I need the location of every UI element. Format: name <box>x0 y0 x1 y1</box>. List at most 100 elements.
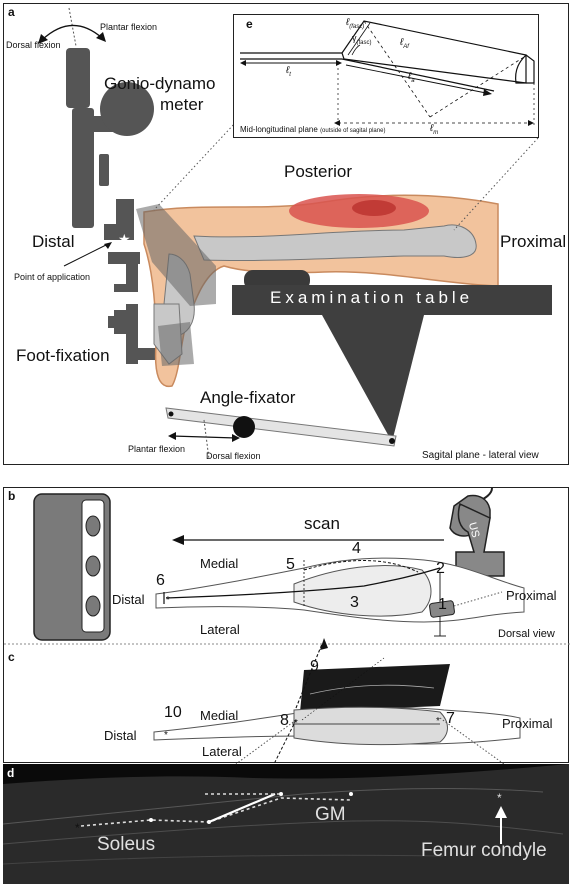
lateral-label-c: Lateral <box>202 744 242 759</box>
svg-text:*: * <box>166 595 170 606</box>
plane-9-arrow <box>295 643 323 709</box>
bottom-rotation-arrow <box>171 435 237 439</box>
examination-table-label: Examination table <box>270 288 474 307</box>
pennation-angle-sub: (fasc) <box>356 39 372 46</box>
svg-text:*: * <box>164 730 168 741</box>
tendon-path-line <box>165 567 441 599</box>
tibia-bone <box>193 224 477 262</box>
svg-text:*: * <box>294 718 298 729</box>
femur-condyle-label: Femur condyle <box>421 840 547 861</box>
foot-fixation-label: Foot-fixation <box>16 346 110 365</box>
tendon-length-label: ℓt <box>286 65 291 78</box>
panel-a: a <box>3 3 569 465</box>
proximal-label-c: Proximal <box>502 716 553 731</box>
medial-label-c: Medial <box>200 708 239 723</box>
marker-3: 3 <box>350 594 359 611</box>
soleus-label: Soleus <box>97 834 156 855</box>
angle-fixator-knob <box>233 416 255 438</box>
aponeurosis-length-label: ℓa <box>408 71 415 84</box>
aponeurosis-length-sub: a <box>411 78 415 84</box>
ultrasound-probe-icon <box>455 502 505 577</box>
rotation-arrow <box>41 24 103 41</box>
star-marker: ★ <box>118 231 131 247</box>
marker-1: 1 <box>438 596 447 613</box>
muscle-length-label: ℓm <box>430 123 438 136</box>
marker-2: 2 <box>436 560 445 577</box>
aponeurosis-line <box>341 58 495 92</box>
af-length-symbol: ℓ <box>400 37 404 48</box>
proximal-label: Proximal <box>500 232 567 251</box>
aponeurosis-length-arrow <box>345 64 487 94</box>
dorsal-flexion-bottom-label: Dorsal flexion <box>206 451 261 461</box>
distal-label-c: Distal <box>104 728 137 743</box>
plane-main-text: Mid-longitudinal plane <box>240 125 318 134</box>
svg-text:*: * <box>75 821 80 835</box>
gastrocnemius-dorsal <box>293 565 432 617</box>
panel-a-letter: a <box>8 5 15 19</box>
dorsal-view-label: Dorsal view <box>498 628 555 640</box>
distal-label: Distal <box>32 232 75 251</box>
pennation-angle-symbol: γ <box>352 33 357 43</box>
panel-e-letter: e <box>246 17 253 31</box>
tendon-length-symbol: ℓ <box>286 65 290 76</box>
rotation-axis-line <box>68 7 77 47</box>
af-length-label: ℓAf <box>400 37 409 50</box>
muscle-belly-outline <box>341 20 527 84</box>
panel-c-letter: c <box>8 650 15 664</box>
angle-fixator-label: Angle-fixator <box>200 388 296 407</box>
plantar-flexion-top-label: Plantar flexion <box>100 22 158 32</box>
angle-fixator-bar <box>165 407 397 447</box>
lateral-label-b: Lateral <box>200 622 240 637</box>
fascicle-length-symbol: ℓ <box>346 17 350 28</box>
point-of-application-arrow <box>63 243 109 267</box>
marker-5: 5 <box>286 556 295 573</box>
examination-table <box>232 285 552 315</box>
plane-label: Mid-longitudinal plane (outside of sagit… <box>240 125 385 134</box>
panel-bc: b c * <box>3 487 570 765</box>
sagital-view-label: Sagital plane - lateral view <box>422 450 539 461</box>
fascicle-trace <box>208 792 276 824</box>
tendon-length-sub: t <box>289 72 291 78</box>
gm-label: GM <box>315 804 346 825</box>
marker-10: 10 <box>164 704 182 721</box>
svg-text:*: * <box>436 716 440 727</box>
posterior-label: Posterior <box>284 162 353 181</box>
fascicle-dashed <box>363 20 431 118</box>
aponeurosis-length-symbol: ℓ <box>408 71 412 82</box>
af-length-sub: Af <box>403 44 409 50</box>
pennation-angle-label: γ(fasc) <box>352 33 372 46</box>
table-support <box>322 315 424 442</box>
point-of-application-label: Point of application <box>14 272 91 282</box>
marker-4: 4 <box>352 540 361 557</box>
panel-d: * * d Soleus GM Femur condyle <box>2 764 569 884</box>
dorsal-flexion-top-label: Dorsal flexion <box>6 40 61 50</box>
plantar-flexion-bottom-label: Plantar flexion <box>128 444 186 454</box>
fascicle-length-label: ℓ(fasc) <box>346 17 364 30</box>
foot-fixation-plate <box>158 322 194 366</box>
foot-plate <box>136 204 216 306</box>
panel-bc-drawing: * * * * <box>4 487 570 765</box>
panel-b-letter: b <box>8 489 16 503</box>
plane-note-text: (outside of sagital plane) <box>320 128 386 134</box>
panel-a-drawing: ★ <box>38 7 552 460</box>
medial-label-b: Medial <box>200 556 239 571</box>
gonio-title-line1: Gonio-dynamo <box>104 74 216 93</box>
panel-e-drawing <box>240 20 535 127</box>
svg-text:*: * <box>497 791 502 805</box>
optotrak-label: OptoTrak <box>15 552 30 606</box>
panel-d-drawing: * * <box>2 764 569 884</box>
scan-label: scan <box>304 514 340 533</box>
proximal-label-b: Proximal <box>506 588 557 603</box>
distal-label-b: Distal <box>112 592 145 607</box>
gonio-title-line2: meter <box>160 95 204 114</box>
panel-e-inset: e ℓ(fasc) γ(fasc) ℓAf ℓa ℓt ℓm <box>233 14 539 138</box>
marker-7: 7 <box>446 710 455 727</box>
muscle-length-sub: m <box>433 130 439 136</box>
ultrasound-image-inset <box>300 664 450 712</box>
panel-d-letter: d <box>7 766 15 780</box>
fascicle-length-sub: (fasc) <box>349 24 365 30</box>
marker-6: 6 <box>156 572 165 589</box>
marker-9: 9 <box>310 658 319 675</box>
gastrocnemius-c <box>293 706 448 746</box>
marker-8: 8 <box>280 712 289 729</box>
